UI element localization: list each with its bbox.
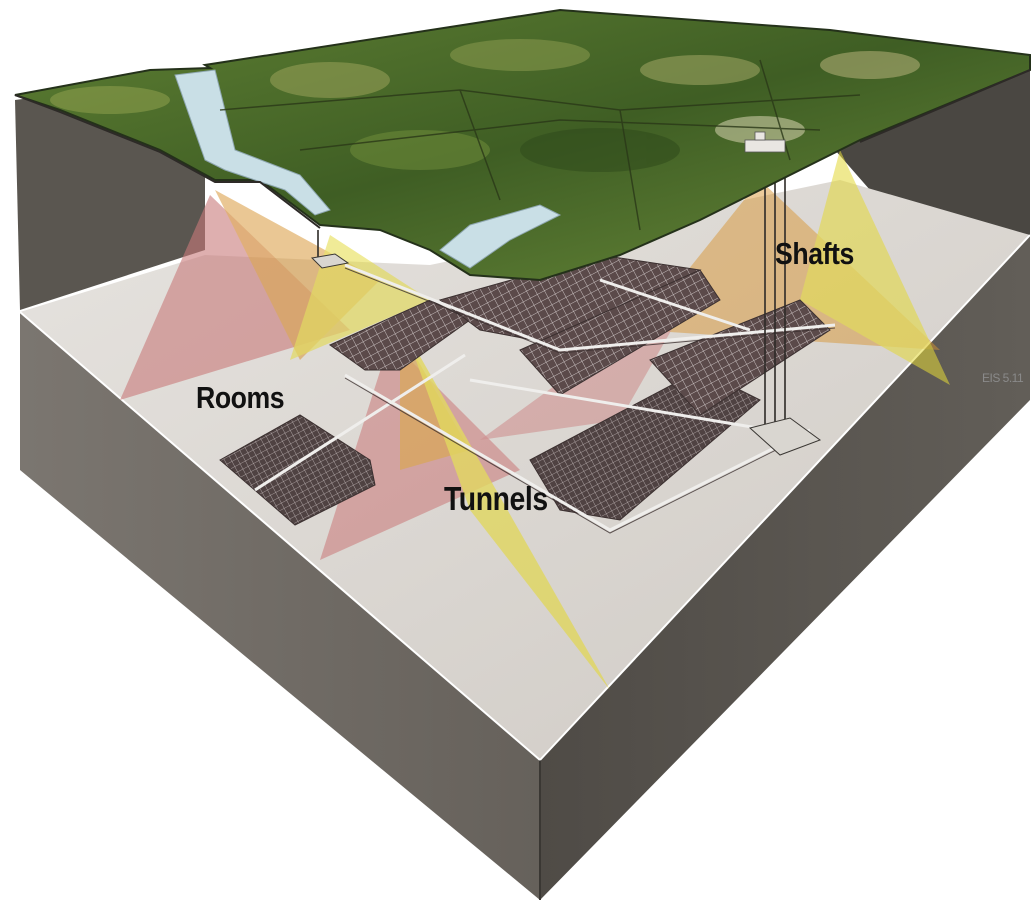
tunnels-label: Tunnels <box>444 480 548 518</box>
rooms-label: Rooms <box>196 380 284 416</box>
figure-code-label: EIS 5.11 <box>982 371 1023 385</box>
shafts-label: Shafts <box>775 236 854 272</box>
